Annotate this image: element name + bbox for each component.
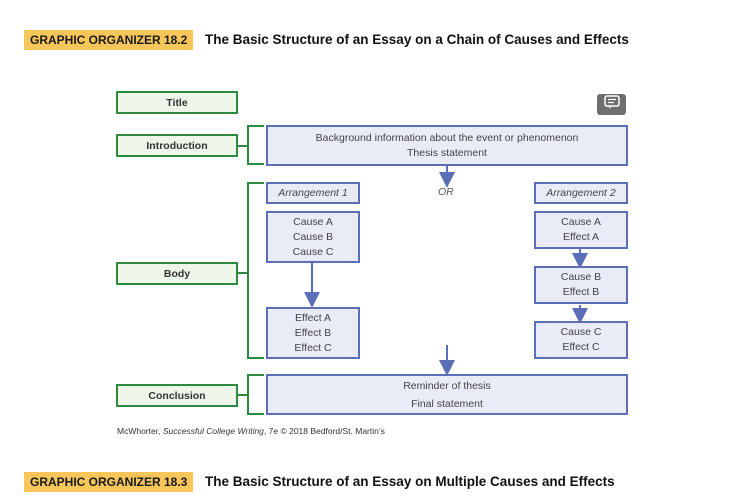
a2-box1-line1: Cause A	[561, 216, 601, 228]
conclusion-line-1: Reminder of thesis	[403, 379, 491, 392]
arrangement-2-box-3: Cause C Effect C	[534, 321, 628, 359]
section-title: Title	[116, 91, 238, 114]
organizer-title-top: The Basic Structure of an Essay on a Cha…	[205, 32, 629, 47]
organizer-tag-bottom: GRAPHIC ORGANIZER 18.3	[24, 472, 194, 492]
intro-box: Background information about the event o…	[266, 125, 628, 166]
conclusion-line-2: Final statement	[411, 397, 483, 410]
a2-box1-line2: Effect A	[563, 231, 599, 243]
section-body: Body	[116, 262, 238, 285]
section-introduction: Introduction	[116, 134, 238, 157]
credit-book: Successful College Writing	[162, 426, 264, 436]
arrangement-1-effects: Effect A Effect B Effect C	[266, 307, 360, 359]
body-bracket	[247, 182, 264, 359]
organizer-title-bottom: The Basic Structure of an Essay on Multi…	[205, 474, 615, 489]
conclusion-bracket	[247, 374, 264, 415]
section-conclusion: Conclusion	[116, 384, 238, 407]
a1-effect-2: Effect B	[294, 326, 332, 339]
a2-box3-line2: Effect C	[562, 341, 600, 353]
a1-cause-1: Cause A	[293, 215, 333, 228]
conclusion-box: Reminder of thesis Final statement	[266, 374, 628, 415]
a1-cause-3: Cause C	[292, 245, 334, 258]
arrangement-2-box-1: Cause A Effect A	[534, 211, 628, 249]
arrangement-2-label: Arrangement 2	[534, 182, 628, 204]
arrangement-1-causes: Cause A Cause B Cause C	[266, 211, 360, 263]
arrangement-1-label: Arrangement 1	[266, 182, 360, 204]
intro-bracket	[247, 125, 264, 165]
a1-effect-3: Effect C	[294, 341, 332, 354]
a1-effect-1: Effect A	[295, 311, 331, 324]
organizer-tag-top: GRAPHIC ORGANIZER 18.2	[24, 30, 194, 50]
credit-line: McWhorter, Successful College Writing, 7…	[117, 426, 385, 436]
a2-box2-line2: Effect B	[562, 286, 600, 298]
or-label: OR	[438, 186, 454, 198]
a2-box3-line1: Cause C	[560, 326, 602, 338]
chat-button[interactable]	[597, 94, 626, 115]
intro-line-2: Thesis statement	[407, 146, 487, 159]
intro-line-1: Background information about the event o…	[315, 131, 579, 144]
a1-cause-2: Cause B	[292, 230, 334, 243]
chat-bubble-icon	[603, 95, 620, 114]
a2-box2-line1: Cause B	[560, 271, 602, 283]
credit-prefix: McWhorter,	[117, 426, 163, 436]
credit-suffix: , 7e © 2018 Bedford/St. Martin’s	[263, 426, 385, 436]
arrangement-2-box-2: Cause B Effect B	[534, 266, 628, 304]
